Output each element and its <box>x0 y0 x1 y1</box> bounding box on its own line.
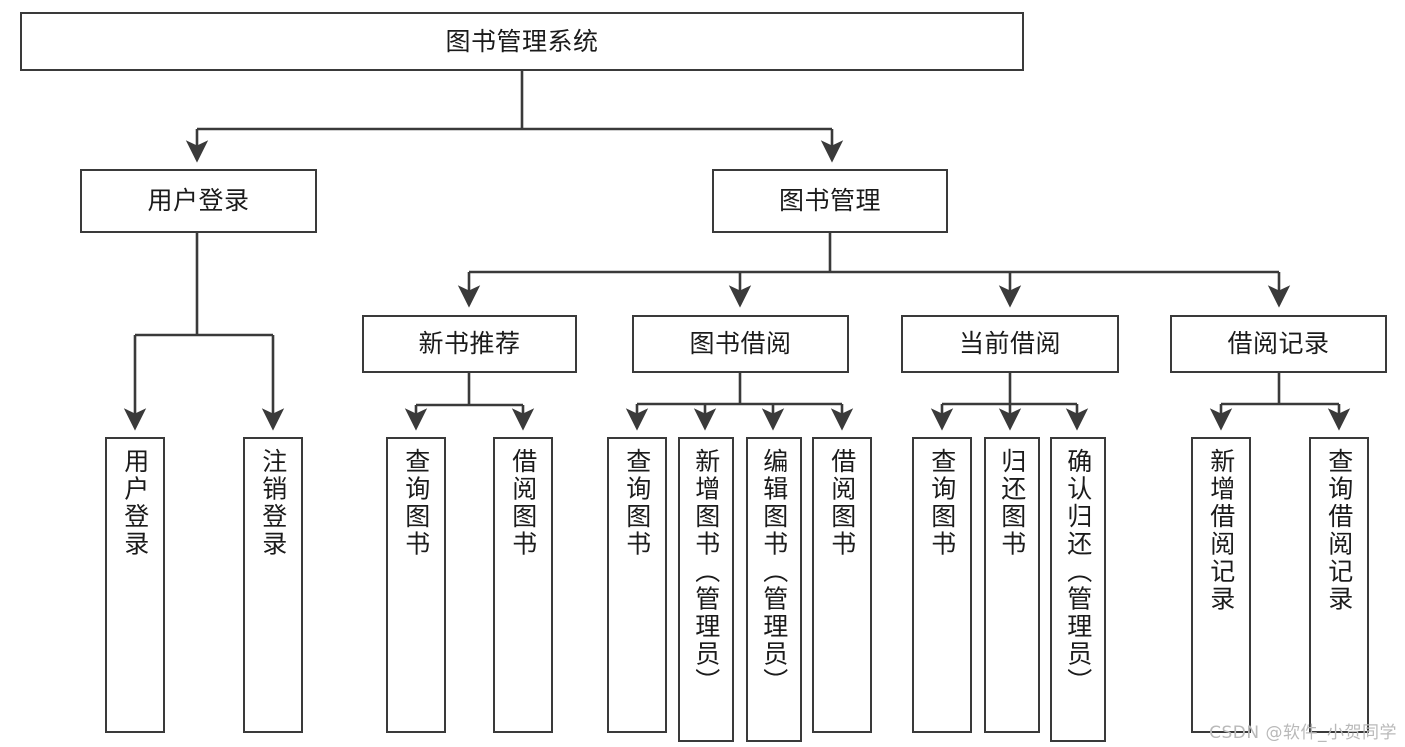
node-leaf-logout[interactable]: 注销登录 <box>243 437 303 733</box>
node-leaf-add-book[interactable]: 新增图书（管理员） <box>678 437 734 742</box>
node-new-book-rec[interactable]: 新书推荐 <box>362 315 577 373</box>
node-borrow-record-label: 借阅记录 <box>1227 329 1330 359</box>
node-leaf-query-book-1[interactable]: 查询图书 <box>386 437 446 733</box>
node-leaf-return-book-label: 归还图书 <box>997 448 1027 558</box>
node-leaf-query-book-1-label: 查询图书 <box>401 448 431 558</box>
node-leaf-logout-label: 注销登录 <box>258 448 288 558</box>
node-book-borrow-label: 图书借阅 <box>689 329 792 359</box>
node-leaf-query-book-2[interactable]: 查询图书 <box>607 437 667 733</box>
node-leaf-return-book[interactable]: 归还图书 <box>984 437 1040 733</box>
node-leaf-add-book-label: 新增图书（管理员） <box>691 448 721 696</box>
node-leaf-add-record-label: 新增借阅记录 <box>1206 448 1236 613</box>
node-book-manage[interactable]: 图书管理 <box>712 169 948 233</box>
node-leaf-query-book-3-label: 查询图书 <box>927 448 957 558</box>
node-user-login-label: 用户登录 <box>147 186 250 216</box>
node-book-borrow[interactable]: 图书借阅 <box>632 315 849 373</box>
node-leaf-borrow-book-2-label: 借阅图书 <box>827 448 857 558</box>
node-leaf-query-record[interactable]: 查询借阅记录 <box>1309 437 1369 733</box>
node-root-label: 图书管理系统 <box>445 26 599 56</box>
node-leaf-borrow-book-2[interactable]: 借阅图书 <box>812 437 872 733</box>
node-leaf-edit-book-label: 编辑图书（管理员） <box>759 448 789 696</box>
node-current-borrow-label: 当前借阅 <box>958 329 1061 359</box>
node-leaf-borrow-book-1[interactable]: 借阅图书 <box>493 437 553 733</box>
node-leaf-borrow-book-1-label: 借阅图书 <box>508 448 538 558</box>
node-root[interactable]: 图书管理系统 <box>20 12 1024 71</box>
node-borrow-record[interactable]: 借阅记录 <box>1170 315 1387 373</box>
node-user-login[interactable]: 用户登录 <box>80 169 317 233</box>
node-leaf-user-login[interactable]: 用户登录 <box>105 437 165 733</box>
node-leaf-query-book-2-label: 查询图书 <box>622 448 652 558</box>
node-leaf-confirm-return-label: 确认归还（管理员） <box>1063 448 1093 696</box>
node-leaf-confirm-return[interactable]: 确认归还（管理员） <box>1050 437 1106 742</box>
node-leaf-edit-book[interactable]: 编辑图书（管理员） <box>746 437 802 742</box>
node-book-manage-label: 图书管理 <box>778 186 881 216</box>
node-leaf-query-record-label: 查询借阅记录 <box>1324 448 1354 613</box>
node-leaf-user-login-label: 用户登录 <box>120 448 150 558</box>
node-current-borrow[interactable]: 当前借阅 <box>901 315 1119 373</box>
node-leaf-query-book-3[interactable]: 查询图书 <box>912 437 972 733</box>
node-new-book-rec-label: 新书推荐 <box>418 329 521 359</box>
csdn-watermark: CSDN @软件_小贺同学 <box>1209 723 1397 743</box>
node-leaf-add-record[interactable]: 新增借阅记录 <box>1191 437 1251 733</box>
